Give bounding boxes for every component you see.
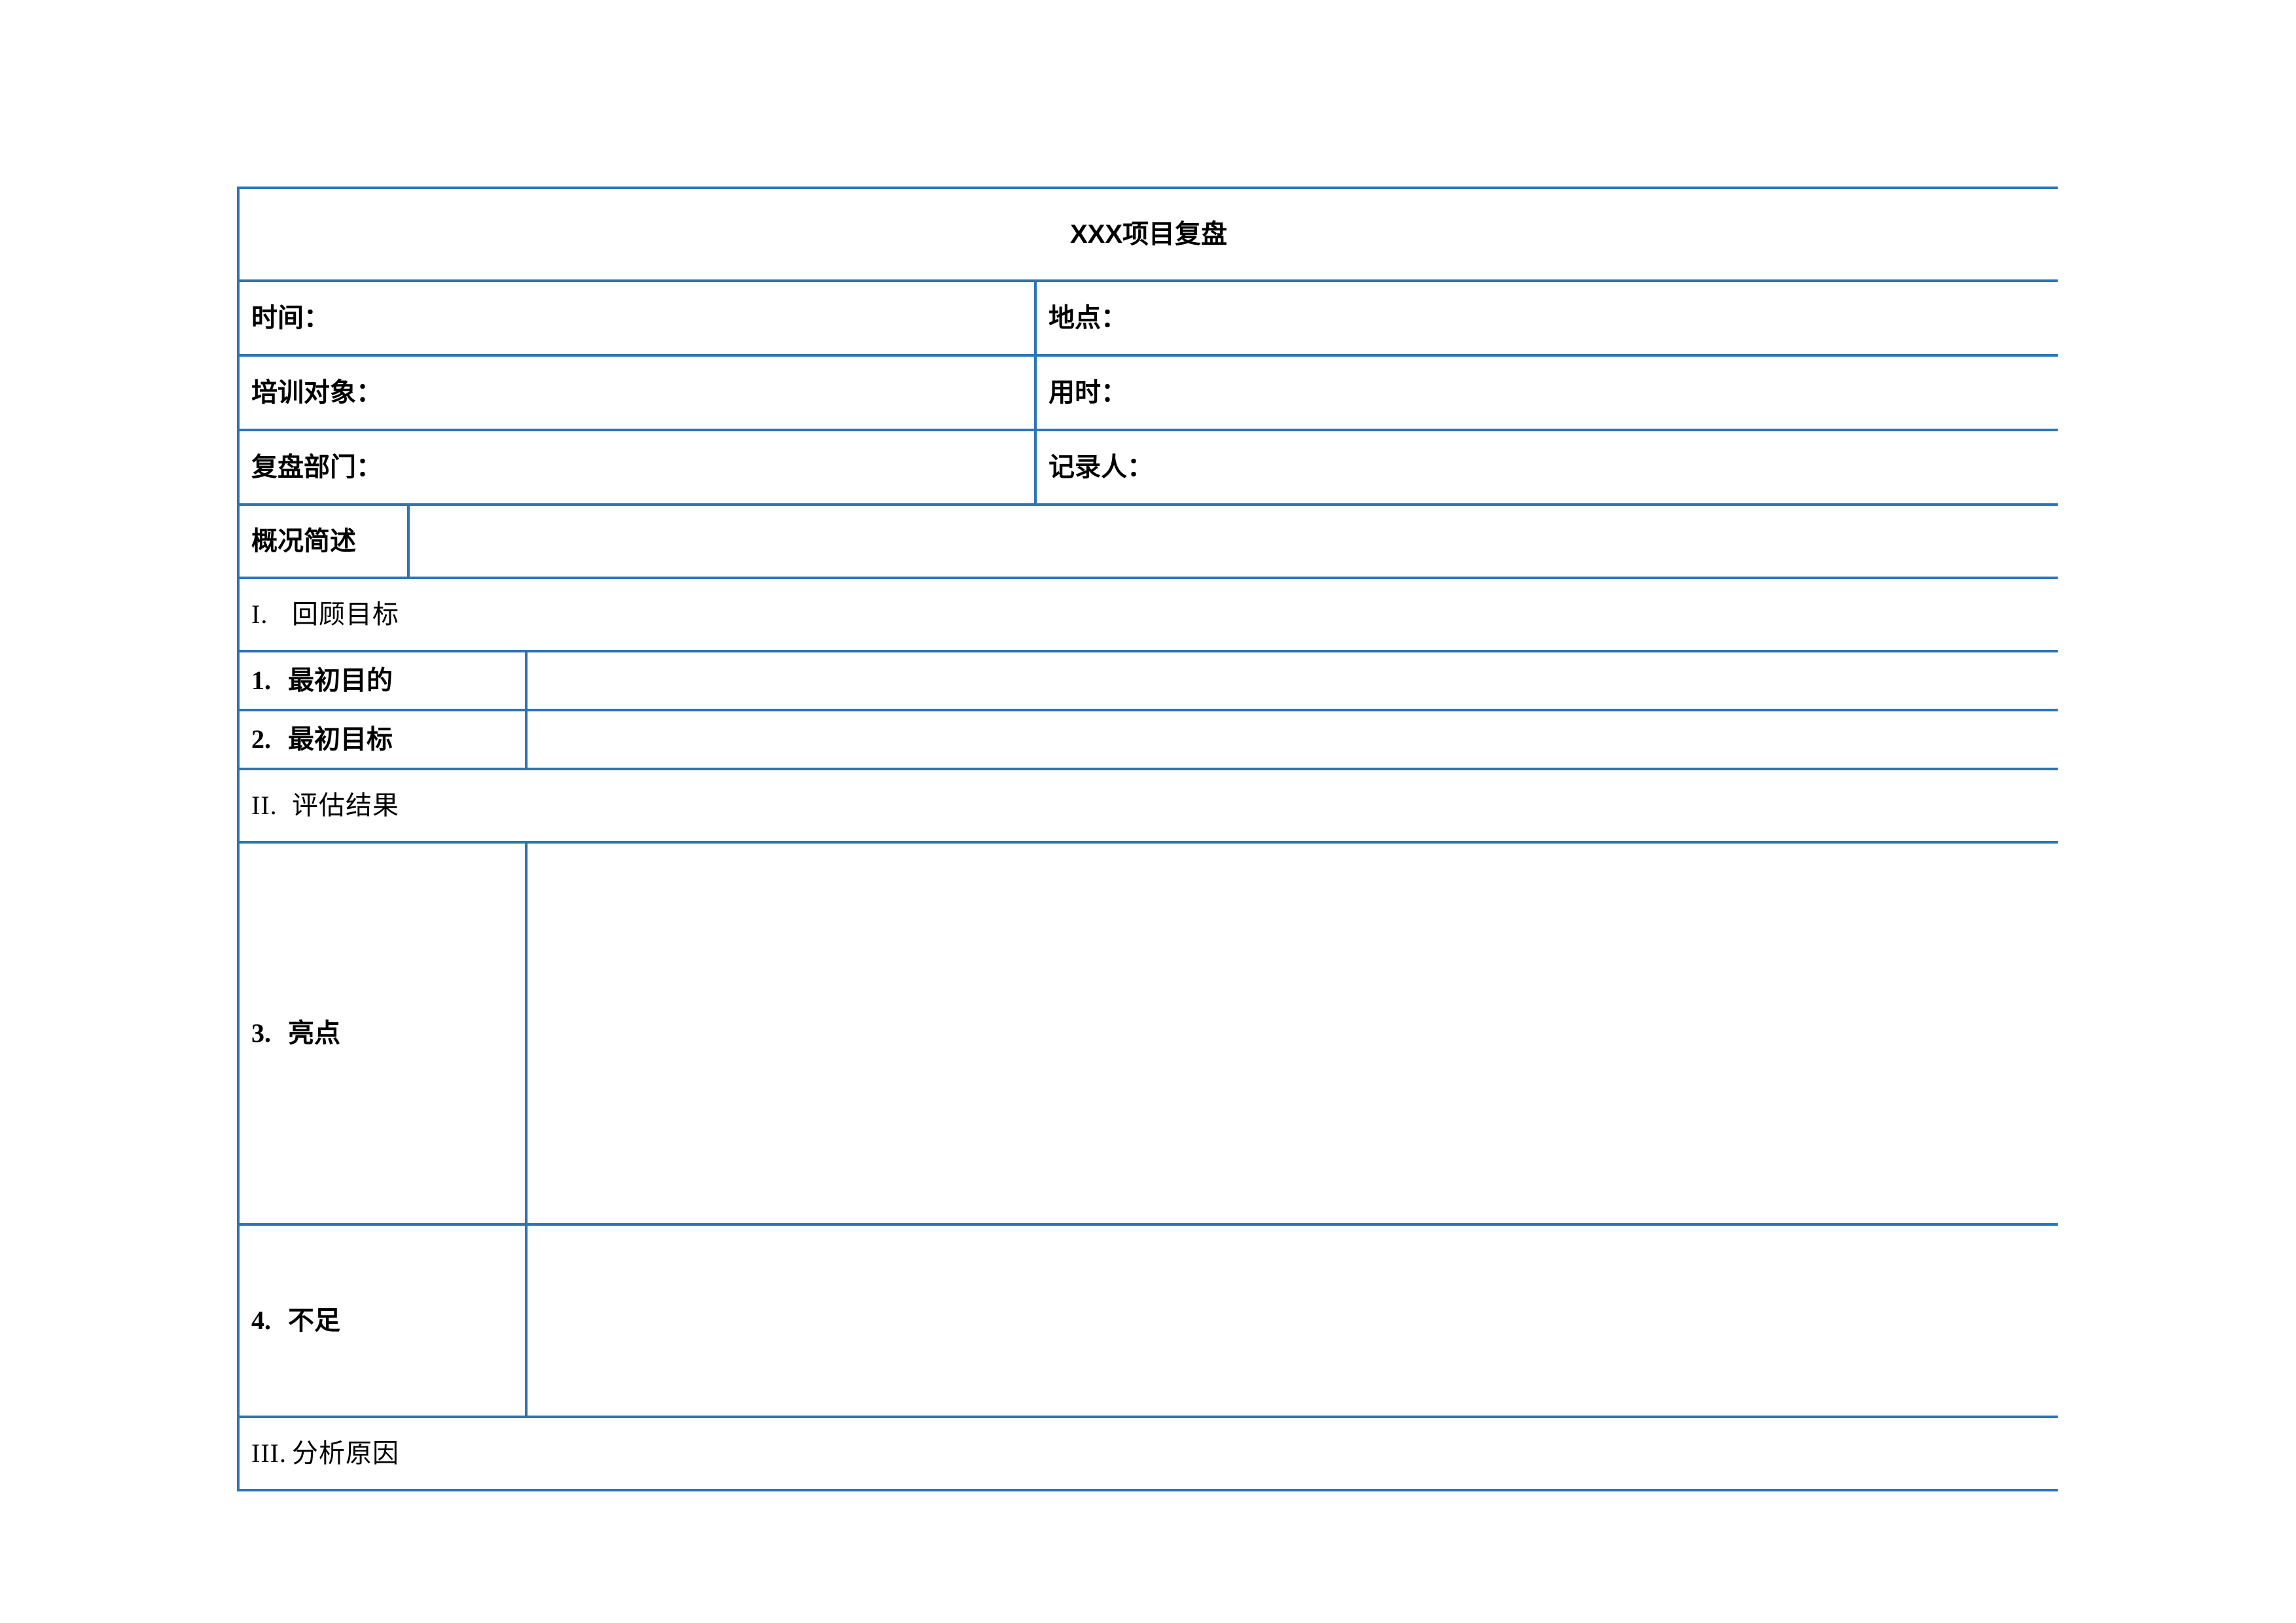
field-value-highlights[interactable] xyxy=(524,841,2058,1226)
field-training-audience[interactable]: 培训对象： xyxy=(237,354,1037,431)
item-label-text: 最初目的 xyxy=(288,666,393,695)
field-value-original-purpose[interactable] xyxy=(524,650,2058,711)
field-value-original-goal[interactable] xyxy=(524,709,2058,770)
field-value-shortcomings[interactable] xyxy=(524,1223,2058,1418)
section-header-row: III.分析原因 xyxy=(237,1416,2058,1491)
item-number: 2. xyxy=(251,724,271,754)
item-label-text: 最初目标 xyxy=(288,724,393,754)
document-table-wrapper: XXX项目复盘 时间： 地点： 培训对象： 用时： 复盘部门： 记录人： xyxy=(237,187,2058,1623)
field-location[interactable]: 地点： xyxy=(1033,279,2058,357)
section-numeral: III. xyxy=(251,1438,287,1468)
field-label-brief-overview: 概况简述 xyxy=(237,503,410,579)
section-header-row: I. 回顾目标 xyxy=(237,577,2058,652)
section-header-analyze-causes: III.分析原因 xyxy=(237,1416,2058,1491)
section-heading-text: 分析原因 xyxy=(292,1438,399,1468)
field-review-department[interactable]: 复盘部门： xyxy=(237,429,1037,506)
item-label-text: 亮点 xyxy=(288,1018,340,1048)
section-numeral: I. xyxy=(251,599,268,629)
section-heading-text: 回顾目标 xyxy=(292,599,399,629)
section-header-row: II. 评估结果 xyxy=(237,768,2058,844)
section-heading-text: 评估结果 xyxy=(292,791,399,820)
table-row: 2. 最初目标 xyxy=(237,709,2058,770)
table-row: 3. 亮点 xyxy=(237,841,2058,1226)
table-row: 复盘部门： 记录人： xyxy=(237,429,2058,506)
table-row: 1. 最初目的 xyxy=(237,650,2058,711)
field-recorder[interactable]: 记录人： xyxy=(1033,429,2058,506)
item-number: 3. xyxy=(251,1018,271,1048)
item-label-text: 不足 xyxy=(288,1306,340,1335)
project-review-table: XXX项目复盘 时间： 地点： 培训对象： 用时： 复盘部门： 记录人： xyxy=(237,187,2058,1491)
section-header-review-goals: I. 回顾目标 xyxy=(237,577,2058,652)
table-row: 概况简述 xyxy=(237,503,2058,579)
field-label-original-purpose: 1. 最初目的 xyxy=(237,650,528,711)
field-label-highlights: 3. 亮点 xyxy=(237,841,528,1226)
field-duration[interactable]: 用时： xyxy=(1033,354,2058,431)
field-value-brief-overview[interactable] xyxy=(406,503,2058,579)
table-row: 培训对象： 用时： xyxy=(237,354,2058,431)
field-label-shortcomings: 4. 不足 xyxy=(237,1223,528,1418)
field-time[interactable]: 时间： xyxy=(237,279,1037,357)
table-row: 4. 不足 xyxy=(237,1223,2058,1418)
item-number: 1. xyxy=(251,666,271,695)
page-title: XXX项目复盘 xyxy=(237,187,2058,282)
item-number: 4. xyxy=(251,1306,271,1335)
section-numeral: II. xyxy=(251,791,278,820)
section-header-evaluate-results: II. 评估结果 xyxy=(237,768,2058,844)
title-row: XXX项目复盘 xyxy=(237,187,2058,282)
field-label-original-goal: 2. 最初目标 xyxy=(237,709,528,770)
table-row: 时间： 地点： xyxy=(237,279,2058,357)
